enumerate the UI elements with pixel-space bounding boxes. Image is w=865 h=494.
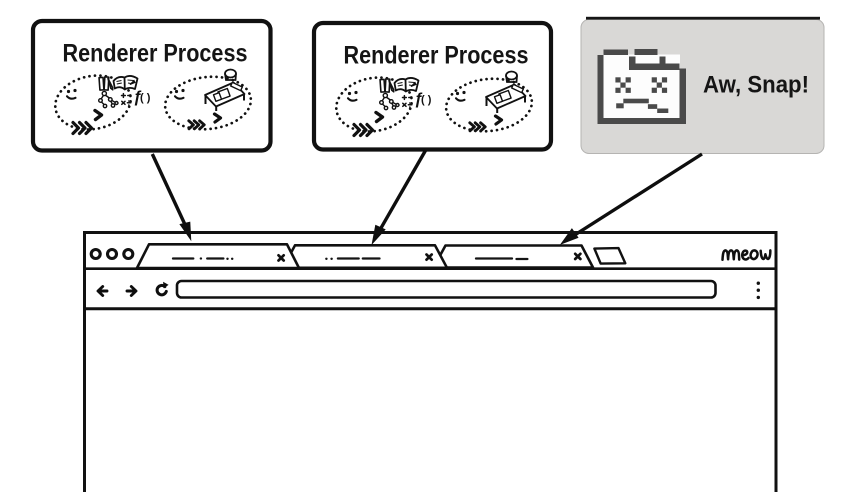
svg-text:Aw, Snap!: Aw, Snap! (703, 72, 809, 99)
